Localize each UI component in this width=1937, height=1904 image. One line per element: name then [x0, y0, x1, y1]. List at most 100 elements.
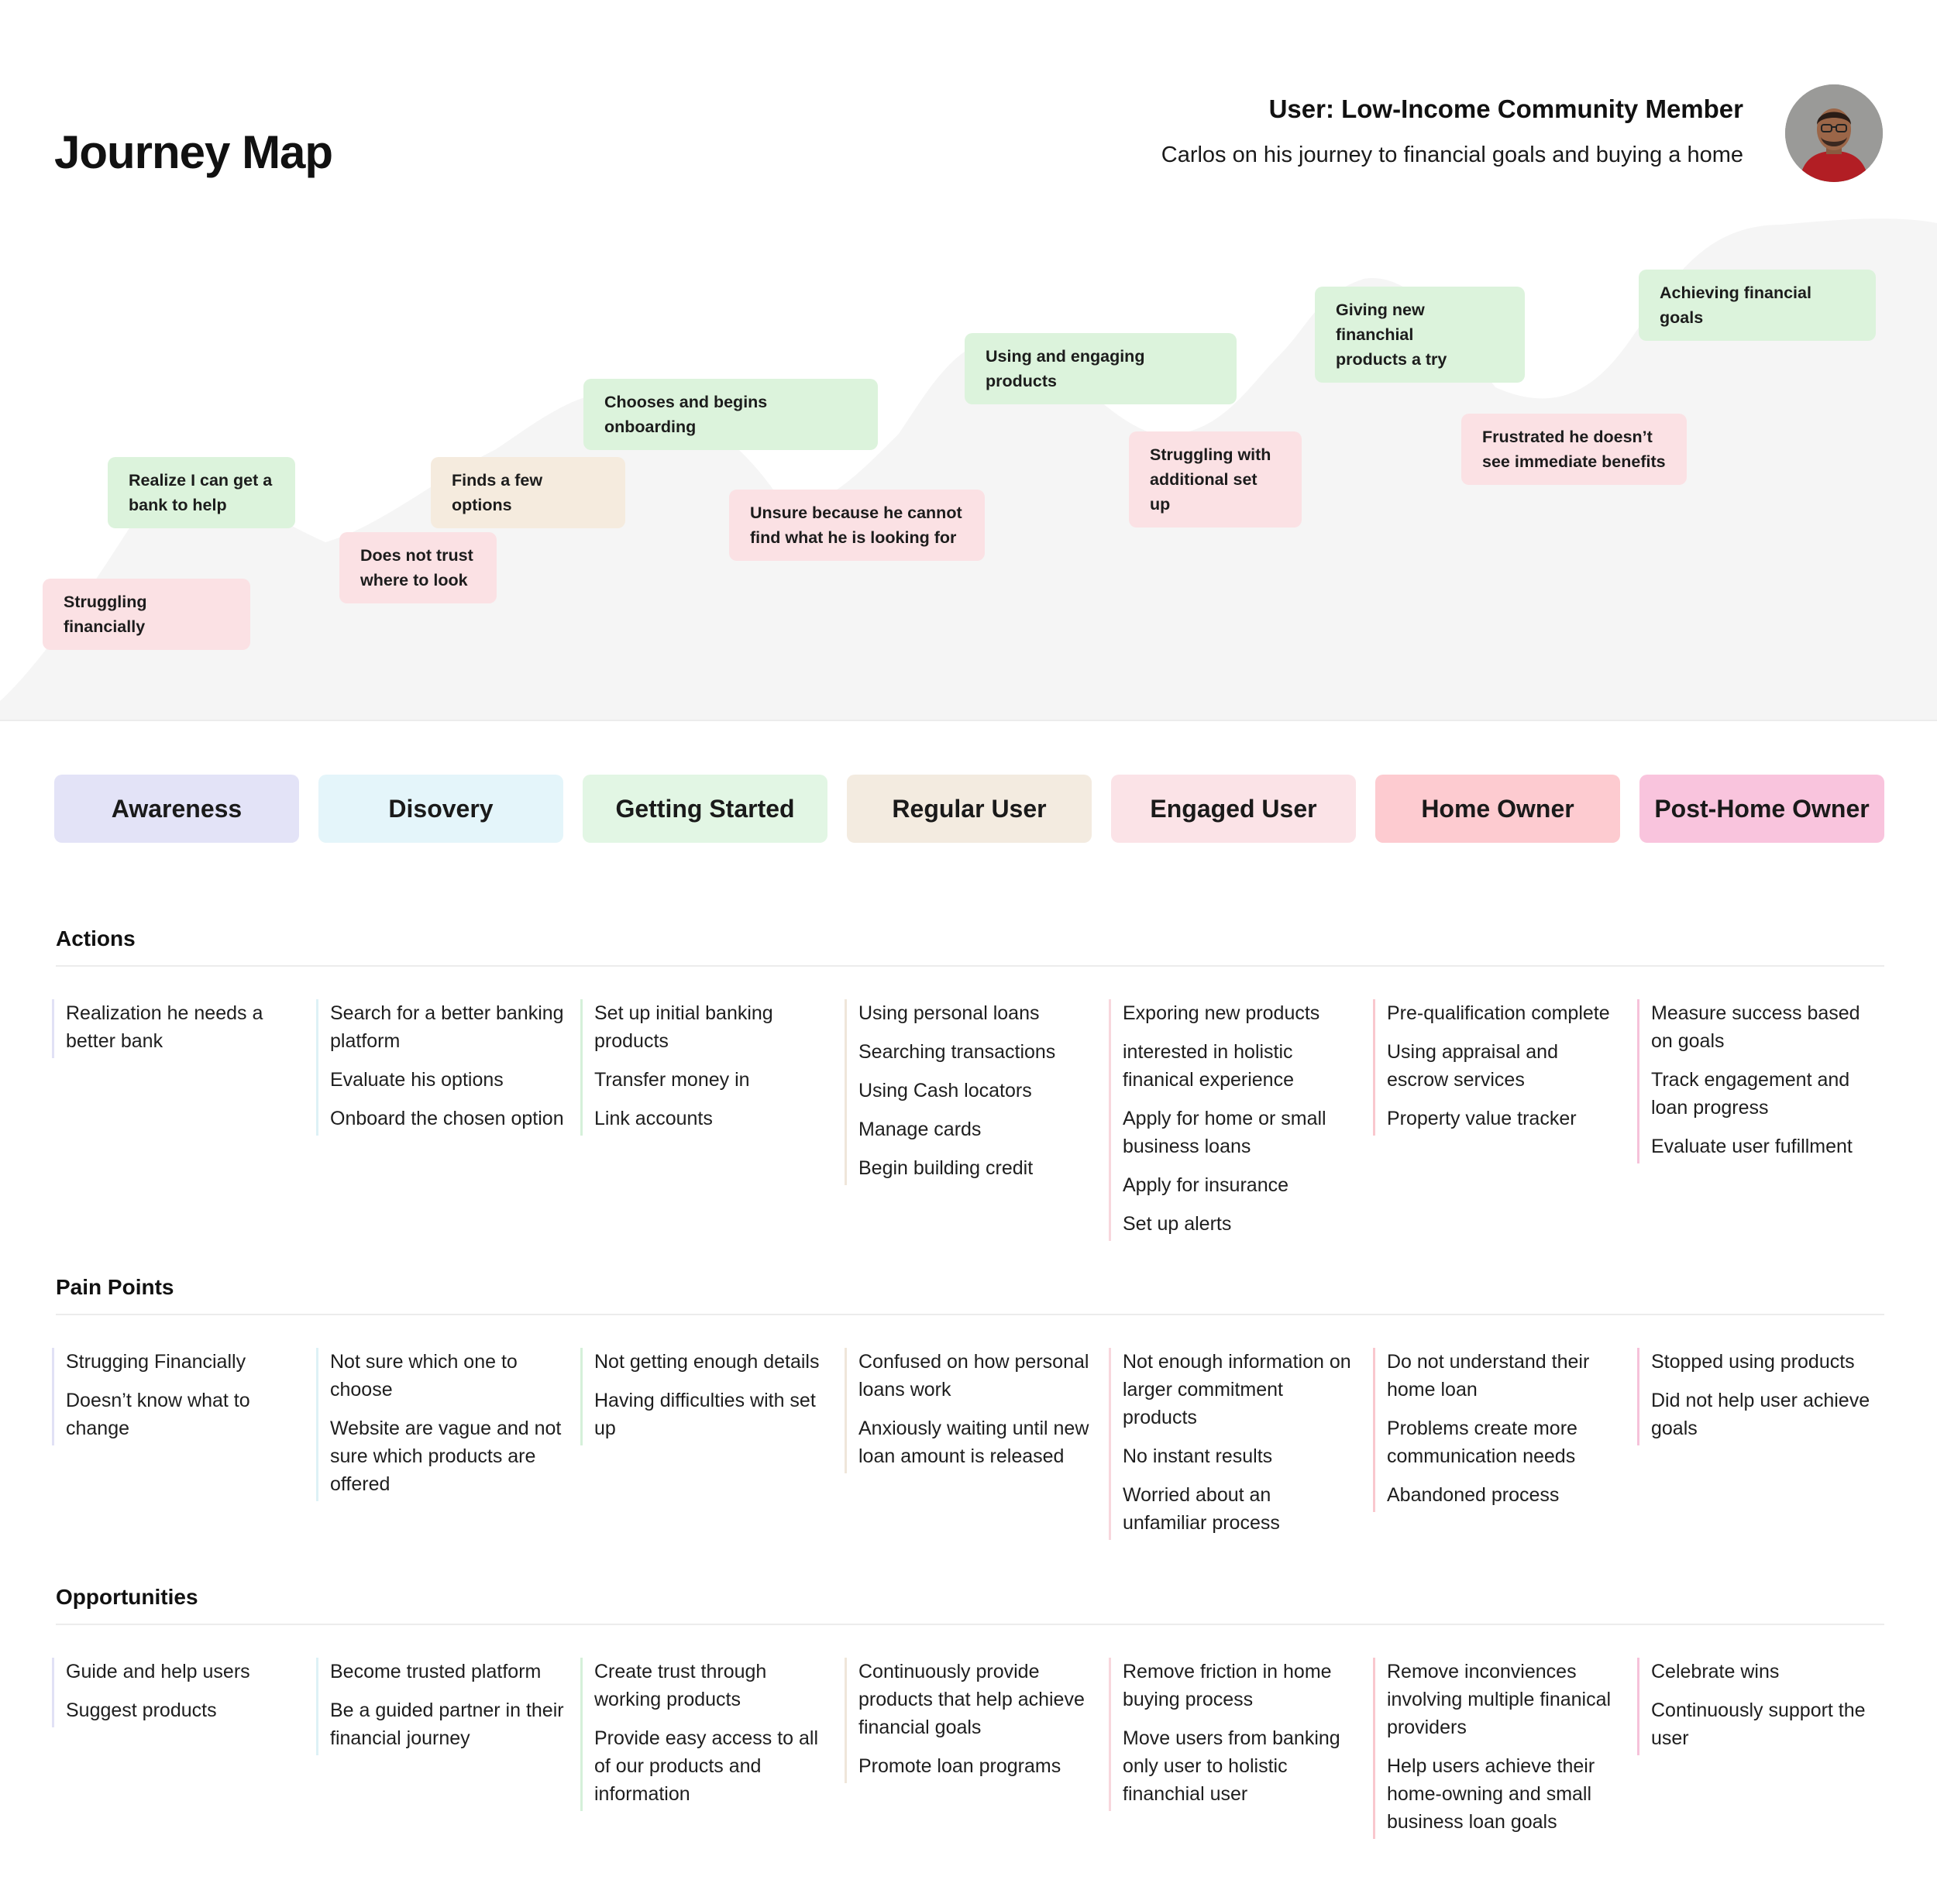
- journey-point-3: Does not trust where to look: [339, 532, 497, 603]
- list-item: Link accounts: [594, 1108, 713, 1129]
- journey-point-1: Struggling financially: [43, 579, 250, 650]
- list-item: Provide easy access to all of our produc…: [594, 1727, 819, 1805]
- list-item: Anxiously waiting until new loan amount …: [858, 1418, 1089, 1467]
- list-item: Not sure which one to choose: [330, 1351, 518, 1401]
- list-item: Track engagement and loan progress: [1651, 1069, 1850, 1119]
- avatar: [1785, 84, 1883, 182]
- stage-home-owner: Home Owner: [1375, 775, 1620, 843]
- cell-actions-stage-5: Exporing new products interested in holis…: [1109, 999, 1357, 1241]
- section-divider: [56, 1314, 1884, 1315]
- list-item: Move users from banking only user to hol…: [1123, 1727, 1340, 1805]
- list-item: Apply for home or small business loans: [1123, 1108, 1326, 1157]
- journey-point-6: Unsure because he cannot find what he is…: [729, 490, 985, 561]
- list-item: Become trusted platform: [330, 1661, 542, 1682]
- list-item: Be a guided partner in their financial j…: [330, 1700, 564, 1749]
- list-item: Set up alerts: [1123, 1213, 1232, 1235]
- person-photo-icon: [1785, 84, 1883, 182]
- list-item: Measure success based on goals: [1651, 1002, 1860, 1052]
- stage-awareness: Awareness: [54, 775, 299, 843]
- section-divider: [56, 965, 1884, 967]
- list-item: Realization he needs a better bank: [66, 1002, 263, 1052]
- list-item: Suggest products: [66, 1700, 217, 1721]
- list-item: Continuously provide products that help …: [858, 1661, 1085, 1738]
- list-item: Using personal loans: [858, 1002, 1040, 1024]
- stage-getting-started: Getting Started: [583, 775, 827, 843]
- list-item: Not enough information on larger commitm…: [1123, 1351, 1351, 1428]
- list-item: Remove friction in home buying process: [1123, 1661, 1332, 1710]
- list-item: Website are vague and not sure which pro…: [330, 1418, 562, 1495]
- list-item: Stopped using products: [1651, 1351, 1855, 1373]
- journey-point-4: Finds a few options: [431, 457, 625, 528]
- stage-post-home-owner: Post-Home Owner: [1639, 775, 1884, 843]
- cell-opportunities-stage-6: Remove inconviences involving multiple f…: [1373, 1658, 1621, 1839]
- list-item: No instant results: [1123, 1445, 1273, 1467]
- list-item: Begin building credit: [858, 1157, 1034, 1179]
- list-item: Abandoned process: [1387, 1484, 1560, 1506]
- section-title-opportunities: Opportunities: [56, 1585, 198, 1609]
- stage-disovery: Disovery: [318, 775, 563, 843]
- journey-point-10: Frustrated he doesn’t see immediate bene…: [1461, 414, 1687, 485]
- section-title-actions: Actions: [56, 926, 136, 950]
- cell-opportunities-stage-4: Continuously provide products that help …: [845, 1658, 1092, 1783]
- journey-point-11: Achieving financial goals: [1639, 270, 1876, 341]
- stage-regular-user: Regular User: [847, 775, 1092, 843]
- list-item: Pre-qualification complete: [1387, 1002, 1610, 1024]
- list-item: Evaluate user fufillment: [1651, 1136, 1853, 1157]
- persona-title: User: Low-Income Community Member: [1268, 95, 1743, 123]
- journey-point-5: Chooses and begins onboarding: [583, 379, 878, 450]
- journey-point-7: Using and engaging products: [965, 333, 1237, 404]
- journey-point-9: Giving new financhial products a try: [1315, 287, 1525, 383]
- list-item: Onboard the chosen option: [330, 1108, 564, 1129]
- list-item: Searching transactions: [858, 1041, 1056, 1063]
- list-item: Confused on how personal loans work: [858, 1351, 1089, 1401]
- persona-subtitle: Carlos on his journey to financial goals…: [1161, 143, 1743, 167]
- list-item: Celebrate wins: [1651, 1661, 1780, 1682]
- list-item: Using Cash locators: [858, 1080, 1032, 1102]
- list-item: Evaluate his options: [330, 1069, 504, 1091]
- journey-point-2: Realize I can get a bank to help: [108, 457, 295, 528]
- list-item: Property value tracker: [1387, 1108, 1577, 1129]
- list-item: Apply for insurance: [1123, 1174, 1289, 1196]
- list-item: Search for a better banking platform: [330, 1002, 564, 1052]
- cell-opportunities-stage-2: Become trusted platform Be a guided partn…: [316, 1658, 564, 1755]
- list-item: Continuously support the user: [1651, 1700, 1866, 1749]
- cell-pain-points-stage-5: Not enough information on larger commitm…: [1109, 1348, 1357, 1540]
- list-item: Exporing new products: [1123, 1002, 1320, 1024]
- list-item: Did not help user achieve goals: [1651, 1390, 1870, 1439]
- list-item: Manage cards: [858, 1119, 982, 1140]
- list-item: interested in holistic finanical experie…: [1123, 1041, 1294, 1091]
- list-item: Set up initial banking products: [594, 1002, 773, 1052]
- list-item: Doesn’t know what to change: [66, 1390, 250, 1439]
- list-item: Strugging Financially: [66, 1351, 246, 1373]
- list-item: Using appraisal and escrow services: [1387, 1041, 1558, 1091]
- section-title-pain-points: Pain Points: [56, 1275, 174, 1299]
- journey-point-8: Struggling with additional set up: [1129, 431, 1302, 528]
- list-item: Worried about an unfamiliar process: [1123, 1484, 1280, 1534]
- list-item: Transfer money in: [594, 1069, 750, 1091]
- list-item: Help users achieve their home-owning and…: [1387, 1755, 1595, 1833]
- stage-engaged-user: Engaged User: [1111, 775, 1356, 843]
- list-item: Having difficulties with set up: [594, 1390, 816, 1439]
- list-item: Guide and help users: [66, 1661, 250, 1682]
- section-divider: [56, 1624, 1884, 1625]
- list-item: Not getting enough details: [594, 1351, 820, 1373]
- list-item: Promote loan programs: [858, 1755, 1061, 1777]
- list-item: Create trust through working products: [594, 1661, 767, 1710]
- cell-actions-stage-1: Realization he needs a better bank: [52, 999, 300, 1058]
- list-item: Do not understand their home loan: [1387, 1351, 1590, 1401]
- list-item: Problems create more communication needs: [1387, 1418, 1577, 1467]
- list-item: Remove inconviences involving multiple f…: [1387, 1661, 1612, 1738]
